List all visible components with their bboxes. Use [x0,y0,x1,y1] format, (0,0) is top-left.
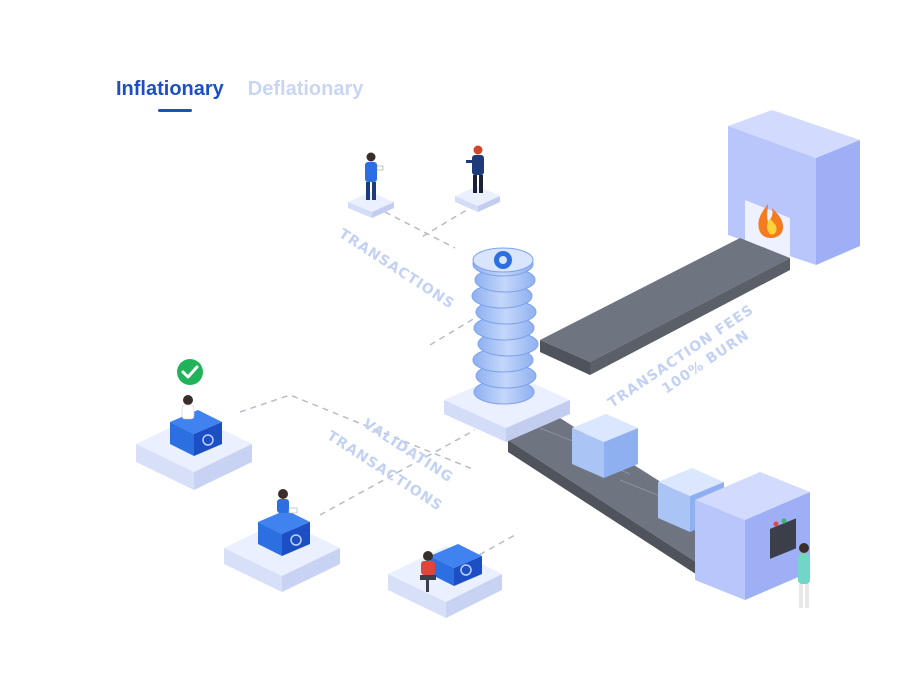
coin-logo-icon [494,251,512,269]
validator-node-2 [224,489,340,592]
user-person-right [466,145,484,193]
coin-block-1 [572,414,638,478]
validator-node-3 [388,544,502,618]
token-model-tabs: Inflationary Deflationary [116,78,364,112]
validator-person-3 [420,551,436,592]
furnace-building [728,110,860,265]
active-tab-underline [158,109,192,112]
user-platform-right [455,145,500,212]
user-person-left [365,152,384,200]
tab-deflationary-label: Deflationary [247,78,364,100]
check-icon [177,359,203,385]
burn-conveyor-belt [540,238,790,375]
tab-inflationary-label: Inflationary [116,78,224,100]
minting-machine [695,472,810,600]
transactions-label: TRANSACTIONS [336,226,458,313]
validator-node-1 [136,359,252,490]
coin-stack [471,247,539,405]
operator-person [798,543,810,608]
user-platform-left [348,152,394,218]
connector-lines [239,204,516,561]
fire-icon [758,204,784,238]
validator-person-1 [181,395,195,420]
tab-inflationary[interactable]: Inflationary [116,78,224,112]
validator-person-2 [277,489,298,514]
tab-deflationary[interactable]: Deflationary [248,78,364,101]
validating-label-line1: VALIDATING [360,416,456,486]
